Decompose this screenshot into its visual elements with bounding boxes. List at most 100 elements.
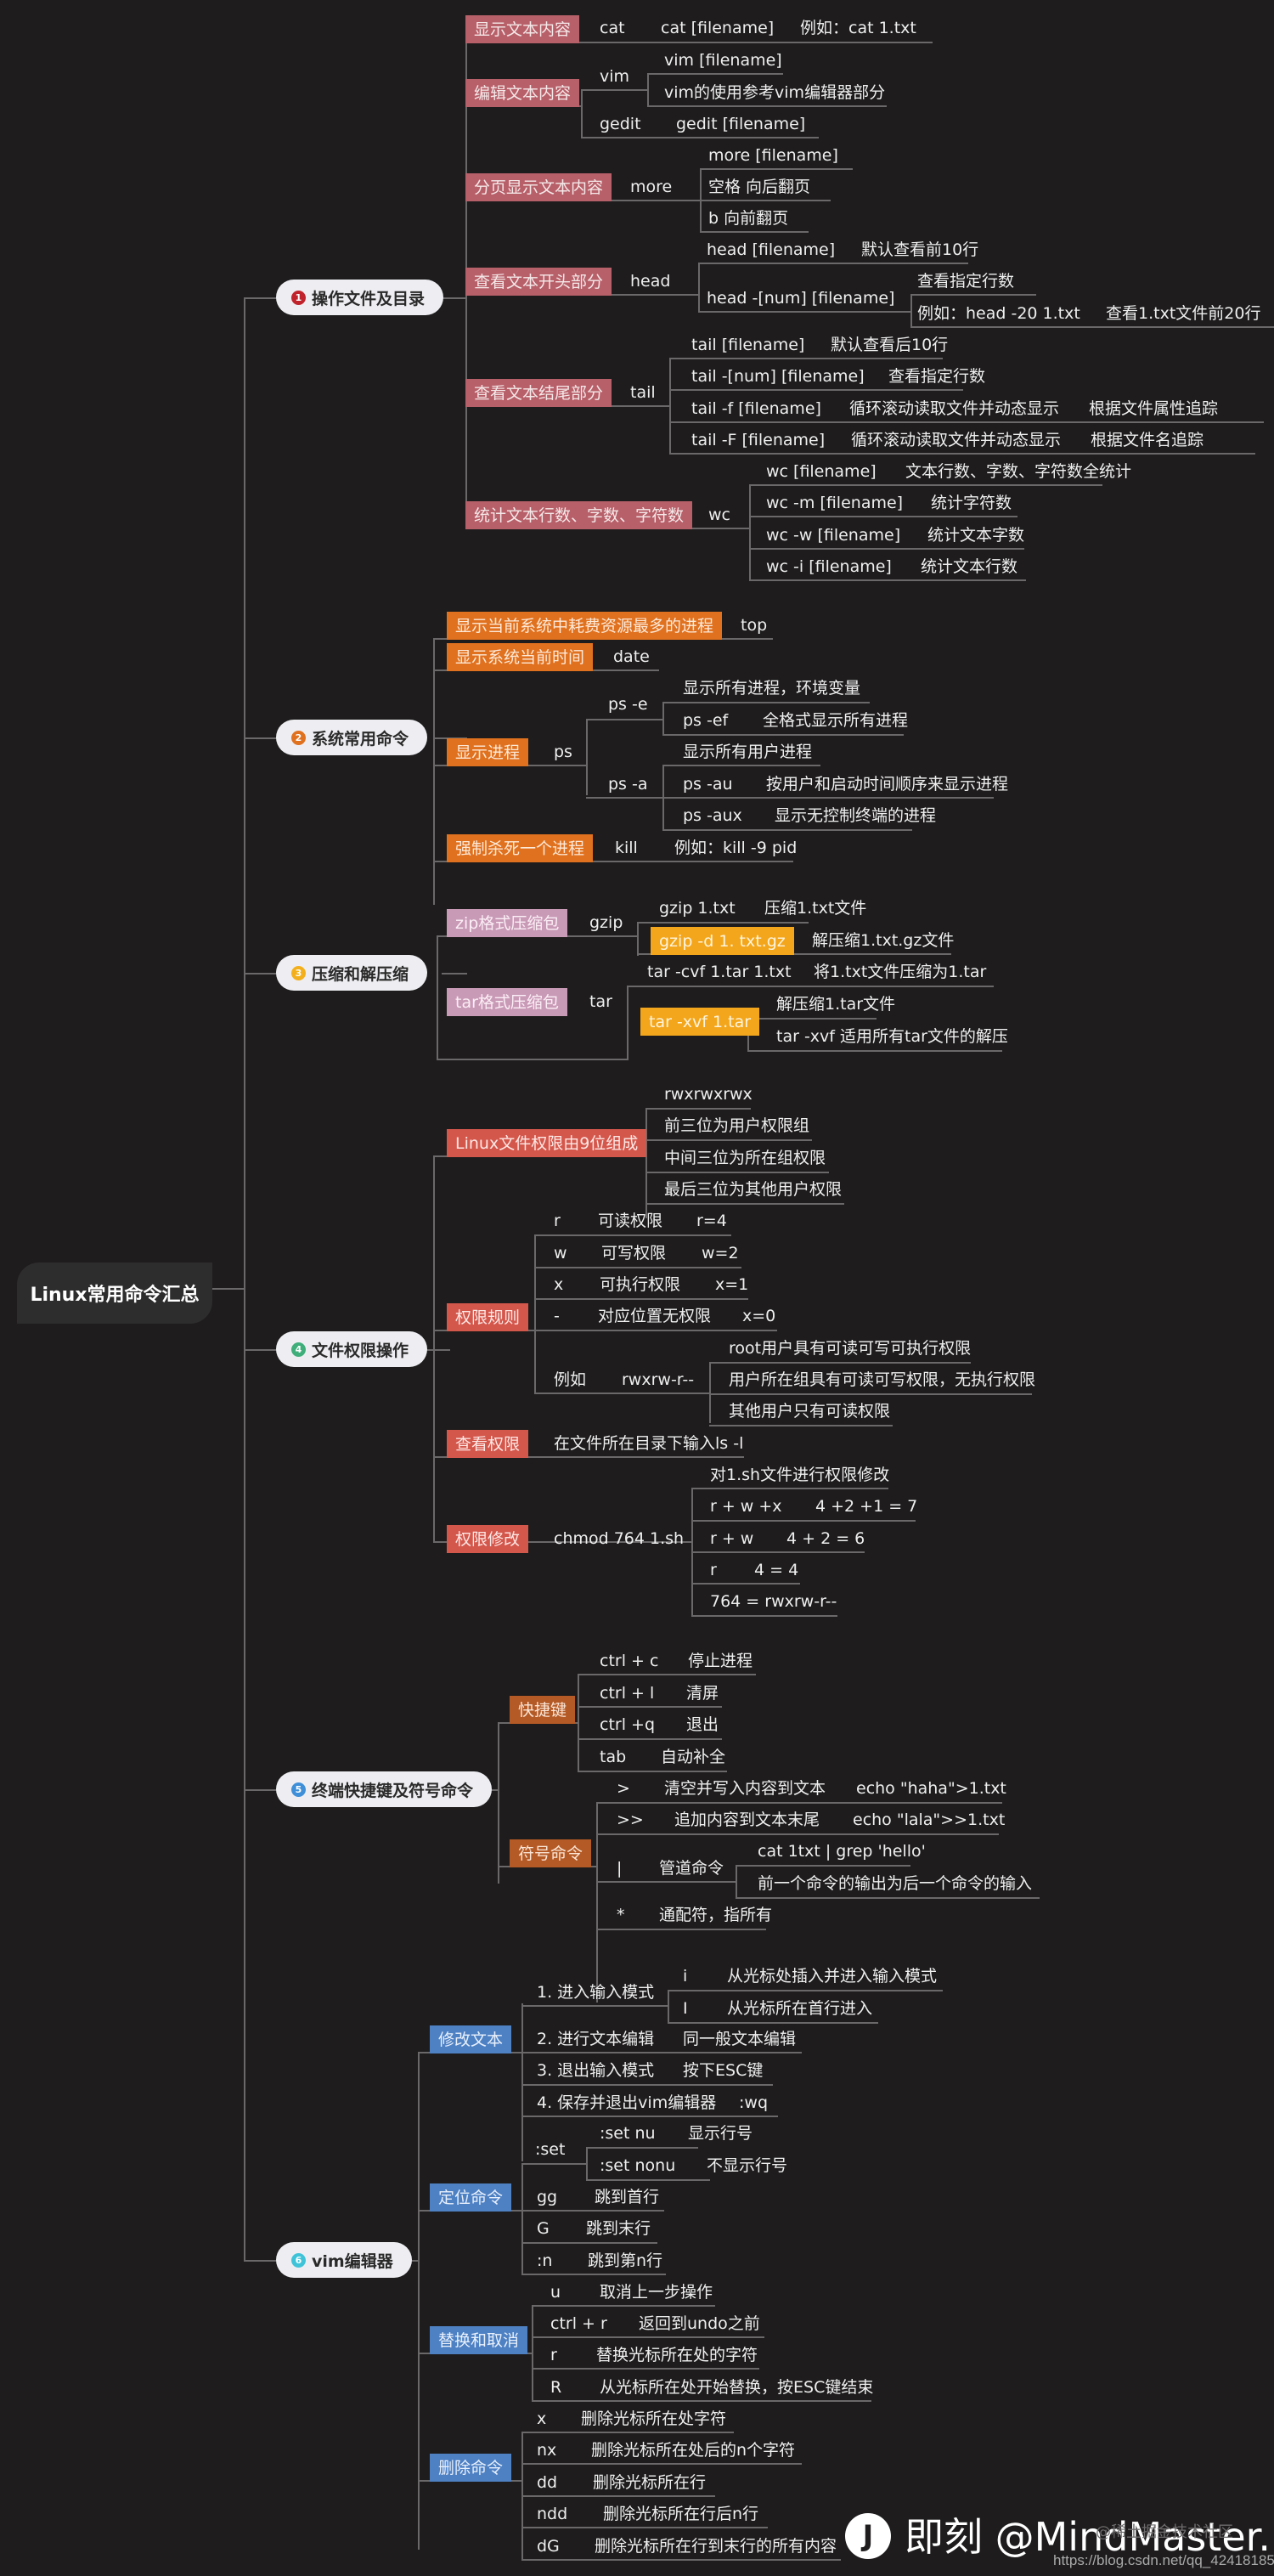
tag-head[interactable]: 查看文本开头部分 xyxy=(465,268,612,296)
note: 文本行数、字数、字符数全统计 xyxy=(905,462,1132,481)
tag-tar[interactable]: tar格式压缩包 xyxy=(447,988,567,1016)
note: 根据文件名追踪 xyxy=(1091,431,1204,449)
tag-top[interactable]: 显示当前系统中耗费资源最多的进程 xyxy=(447,612,723,640)
note: vim的使用参考vim编辑器部分 xyxy=(664,83,886,102)
note: rwxrwxrwx xyxy=(664,1085,753,1104)
note: 循环滚动读取文件并动态显示 xyxy=(851,431,1062,449)
cmd: head xyxy=(630,272,671,291)
note: 根据文件属性追踪 xyxy=(1089,399,1219,418)
note: 对应位置无权限 xyxy=(598,1307,712,1325)
topic-vim-editor[interactable]: 6 vim编辑器 xyxy=(276,2242,412,2278)
calc-left: r + w +x xyxy=(710,1497,782,1516)
topic-label: 终端快捷键及符号命令 xyxy=(312,1781,474,1800)
tag-permission-rules[interactable]: 权限规则 xyxy=(447,1303,529,1331)
tag-modify-text[interactable]: 修改文本 xyxy=(430,2025,512,2053)
note: 最后三位为其他用户权限 xyxy=(664,1180,843,1199)
topic-compression[interactable]: 3 压缩和解压缩 xyxy=(276,955,428,991)
tag-delete-commands[interactable]: 删除命令 xyxy=(430,2454,512,2482)
tag-tail[interactable]: 查看文本结尾部分 xyxy=(465,379,612,407)
note: 取消上一步操作 xyxy=(600,2283,713,2302)
tag-view-permissions[interactable]: 查看权限 xyxy=(447,1430,529,1458)
tag-wc[interactable]: 统计文本行数、字数、字符数 xyxy=(465,501,693,529)
note: 删除光标所在处字符 xyxy=(581,2409,727,2428)
note: 从光标处插入并进入输入模式 xyxy=(727,1967,938,1986)
topic-label: vim编辑器 xyxy=(312,2251,393,2271)
note: 循环滚动读取文件并动态显示 xyxy=(849,399,1060,418)
tag-edit-text[interactable]: 编辑文本内容 xyxy=(465,79,580,107)
topic-terminal-shortcuts[interactable]: 5 终端快捷键及符号命令 xyxy=(276,1771,493,1807)
note: 查看1.txt文件前20行 xyxy=(1106,304,1261,323)
cmd: ps -aux xyxy=(683,806,742,825)
tag-date[interactable]: 显示系统当前时间 xyxy=(447,643,594,671)
tag-linux-permission-9bits[interactable]: Linux文件权限由9位组成 xyxy=(447,1129,647,1157)
cmd-syntax: tail -[num] [filename] xyxy=(691,367,865,386)
note: 将1.txt文件压缩为1.tar xyxy=(814,963,987,981)
cmd-example: 例如：head -20 1.txt xyxy=(917,304,1080,323)
note: 解压缩1.tar文件 xyxy=(776,995,896,1014)
note: 其他用户只有可读权限 xyxy=(729,1402,891,1421)
tag-zip[interactable]: zip格式压缩包 xyxy=(447,909,568,937)
cmd-syntax: gzip 1.txt xyxy=(659,899,736,918)
note: 统计字符数 xyxy=(931,494,1012,512)
note: 在文件所在目录下输入ls -l xyxy=(554,1434,744,1453)
cmd-syntax: more [filename] xyxy=(708,146,838,165)
tag-ps[interactable]: 显示进程 xyxy=(447,738,529,766)
note: 从光标所在处开始替换，按ESC键结束 xyxy=(600,2378,874,2397)
key: ctrl + l xyxy=(600,1684,655,1703)
topic-system-commands[interactable]: 2 系统常用命令 xyxy=(276,720,428,755)
key: ctrl +q xyxy=(600,1715,656,1734)
key: I xyxy=(683,1999,688,2018)
topic-label: 操作文件及目录 xyxy=(312,289,426,308)
tag-shortcuts[interactable]: 快捷键 xyxy=(510,1696,576,1724)
watermark-url[interactable]: https://blog.csdn.net/qq_42418185 xyxy=(1053,2552,1274,2568)
note: 显示所有进程，环境变量 xyxy=(683,679,861,698)
perm-value: x=0 xyxy=(742,1307,776,1325)
tag-symbol-commands[interactable]: 符号命令 xyxy=(510,1839,592,1867)
perm-value: x=1 xyxy=(715,1275,749,1294)
cmd-example: 例如：kill -9 pid xyxy=(674,839,798,857)
step: 1. 进入输入模式 xyxy=(537,1983,655,2002)
topic-label: 文件权限操作 xyxy=(312,1341,409,1360)
tag-locate-commands[interactable]: 定位命令 xyxy=(430,2183,512,2212)
tag-replace-undo[interactable]: 替换和取消 xyxy=(430,2326,528,2354)
perm-letter: r xyxy=(554,1212,561,1230)
note: 清屏 xyxy=(686,1684,719,1703)
note: 删除光标所在行到末行的所有内容 xyxy=(595,2537,837,2556)
note: 默认查看前10行 xyxy=(861,240,979,259)
perm-value: r=4 xyxy=(696,1212,727,1230)
topic-file-operations[interactable]: 1 操作文件及目录 xyxy=(276,280,444,315)
tag-paged-view[interactable]: 分页显示文本内容 xyxy=(465,173,612,201)
note: 删除光标所在行后n行 xyxy=(603,2505,759,2523)
number-badge-5-icon: 5 xyxy=(291,1782,306,1797)
cmd: :wq xyxy=(739,2093,769,2112)
tag-modify-permissions[interactable]: 权限修改 xyxy=(447,1525,529,1553)
cmd: tar xyxy=(589,992,612,1011)
tag-show-text[interactable]: 显示文本内容 xyxy=(465,15,580,43)
note: 通配符，指所有 xyxy=(659,1906,773,1924)
note: 可执行权限 xyxy=(600,1275,681,1294)
watermark-text: 即刻 @MindMaster... xyxy=(905,2514,1274,2560)
root-topic[interactable]: Linux常用命令汇总 xyxy=(17,1263,212,1324)
root-title: Linux常用命令汇总 xyxy=(30,1285,200,1306)
topic-label: 压缩和解压缩 xyxy=(312,964,409,984)
note: 删除光标所在处后的n个字符 xyxy=(591,2441,796,2460)
highlight-gzip-d[interactable]: gzip -d 1. txt.gz xyxy=(651,927,794,955)
calc-left: r xyxy=(710,1561,717,1579)
cmd: wc xyxy=(708,506,730,524)
note: 可写权限 xyxy=(601,1244,667,1263)
tag-kill[interactable]: 强制杀死一个进程 xyxy=(447,834,594,862)
key: dd xyxy=(537,2473,558,2492)
number-badge-3-icon: 3 xyxy=(291,965,306,980)
key: R xyxy=(550,2378,562,2397)
note: 全格式显示所有进程 xyxy=(763,711,909,730)
cmd-syntax: vim [filename] xyxy=(664,51,782,70)
key: i xyxy=(683,1967,688,1986)
cmd: more xyxy=(630,178,673,196)
highlight-tar-xvf[interactable]: tar -xvf 1.tar xyxy=(640,1008,760,1036)
cmd-syntax: cat [filename] xyxy=(661,19,775,37)
cmd-example: echo "haha">1.txt xyxy=(856,1779,1006,1798)
note: 不显示行号 xyxy=(707,2156,788,2175)
note: 统计文本行数 xyxy=(921,557,1018,576)
note: 例如 xyxy=(554,1370,587,1389)
topic-file-permissions[interactable]: 4 文件权限操作 xyxy=(276,1331,428,1367)
